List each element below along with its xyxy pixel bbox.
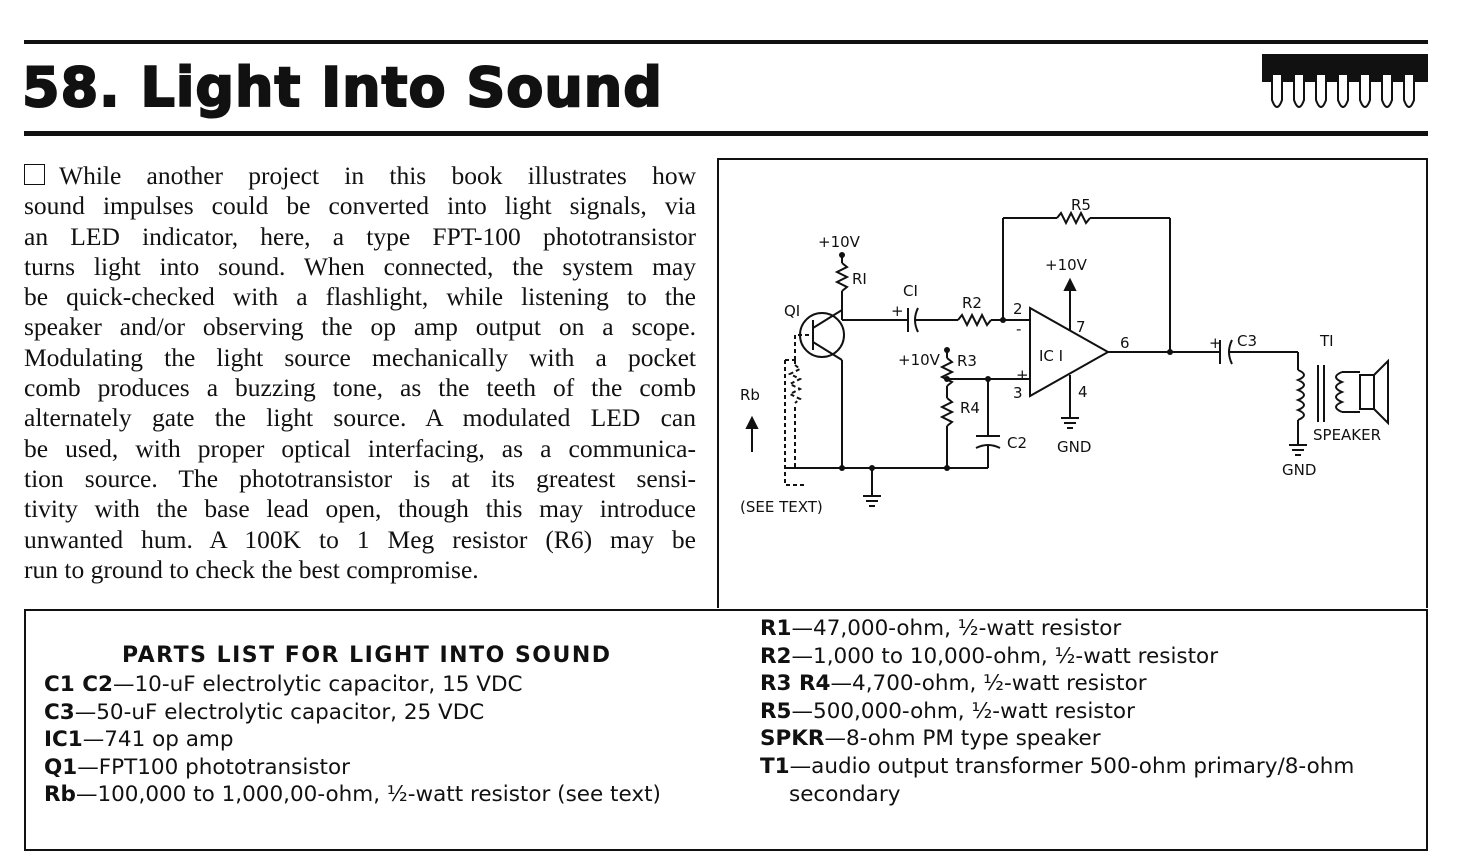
part-item: SPKR—8-ohm PM type speaker [760, 726, 1101, 752]
parts-list-left: C1 C2—10-uF electrolytic capacitor, 15 V… [44, 671, 661, 809]
label-c1: CI [903, 282, 918, 300]
body-line: an LED indicator, here, a type FPT-100 p… [24, 221, 696, 251]
label-r1: RI [852, 270, 867, 288]
label-r4: R4 [960, 399, 980, 417]
label-r2: R2 [962, 294, 982, 312]
body-line: tion source. The phototransistor is at i… [24, 463, 696, 493]
label-pin4: 4 [1078, 383, 1088, 401]
label-pin3: 3 [1013, 384, 1023, 402]
part-item: R2—1,000 to 10,000-ohm, ½-watt resistor [760, 643, 1219, 669]
label-speaker: SPEAKER [1313, 426, 1381, 444]
parts-list-right: R1—47,000-ohm, ½-watt resistor R2—1,000 … [760, 615, 1354, 808]
part-item-continuation: secondary [789, 781, 901, 807]
label-ic1: IC I [1039, 347, 1063, 365]
label-plus: + [1016, 366, 1029, 384]
parts-list-frame [24, 609, 1428, 851]
label-pin6: 6 [1120, 334, 1130, 352]
part-item: T1—audio output transformer 500-ohm prim… [760, 753, 1355, 779]
part-item: IC1—741 op amp [44, 727, 234, 753]
part-item: R5—500,000-ohm, ½-watt resistor [760, 698, 1135, 724]
label-minus: - [1016, 320, 1021, 338]
label-pin2: 2 [1013, 300, 1023, 318]
schematic-frame [717, 158, 1428, 608]
label-c3-plus: + [1209, 334, 1222, 352]
body-line: Modulating the light source mechanically… [24, 342, 696, 372]
body-line: sound impulses could be converted into l… [24, 191, 696, 221]
body-line: While another project in this book illus… [24, 161, 696, 191]
body-line: tivity with the base lead open, though t… [24, 494, 696, 524]
part-item: C1 C2—10-uF electrolytic capacitor, 15 V… [44, 672, 523, 697]
label-v-ic: +10V [1045, 256, 1088, 274]
label-rb: Rb [740, 386, 760, 404]
label-r5: R5 [1071, 196, 1091, 214]
label-v-r1: +10V [818, 233, 861, 251]
label-gnd-t1: GND [1282, 461, 1316, 479]
body-line: turns light into sound. When connected, … [24, 251, 696, 281]
label-c2: C2 [1007, 434, 1027, 452]
page-title: 58. Light Into Sound [21, 56, 663, 119]
label-c1-plus: + [891, 302, 904, 320]
part-item: Rb—100,000 to 1,000,00-ohm, ½-watt resis… [44, 782, 661, 808]
body-line: run to ground to check the best compromi… [24, 554, 479, 584]
part-item: C3—50-uF electrolytic capacitor, 25 VDC [44, 699, 485, 725]
part-item: R3 R4—4,700-ohm, ½-watt resistor [760, 671, 1147, 697]
body-line: comb produces a buzzing tone, as the tee… [24, 373, 696, 403]
title-underline-rule [24, 131, 1428, 136]
label-pin7: 7 [1076, 318, 1086, 336]
body-line: speaker and/or observing the op amp outp… [24, 312, 696, 342]
part-item: Q1—FPT100 phototransistor [44, 754, 350, 780]
article-body: While another project in this book illus… [24, 161, 696, 585]
body-line: alternately gate the light source. A mod… [24, 403, 696, 433]
label-c3: C3 [1237, 332, 1257, 350]
label-v-r3: +10V [898, 351, 941, 369]
body-line: be quick-checked with a flashlight, whil… [24, 282, 696, 312]
parts-list-heading: PARTS LIST FOR LIGHT INTO SOUND [122, 643, 612, 668]
label-see-text: (SEE TEXT) [740, 498, 823, 516]
checkbox-icon [24, 164, 45, 185]
body-line: unwanted hum. A 100K to 1 Meg resistor (… [24, 524, 696, 554]
label-q1: QI [784, 302, 800, 320]
label-r3: R3 [957, 352, 977, 370]
ic-chip-icon [1262, 54, 1428, 108]
body-line: be used, with proper optical interfacing… [24, 433, 696, 463]
circuit-schematic: +10V RI QI CI + R2 R5 +10V +10V R3 R4 C2… [740, 196, 1389, 516]
label-gnd-ic: GND [1057, 438, 1091, 456]
label-t1: TI [1319, 332, 1334, 350]
part-item: R1—47,000-ohm, ½-watt resistor [760, 616, 1122, 641]
top-rule [24, 40, 1428, 44]
